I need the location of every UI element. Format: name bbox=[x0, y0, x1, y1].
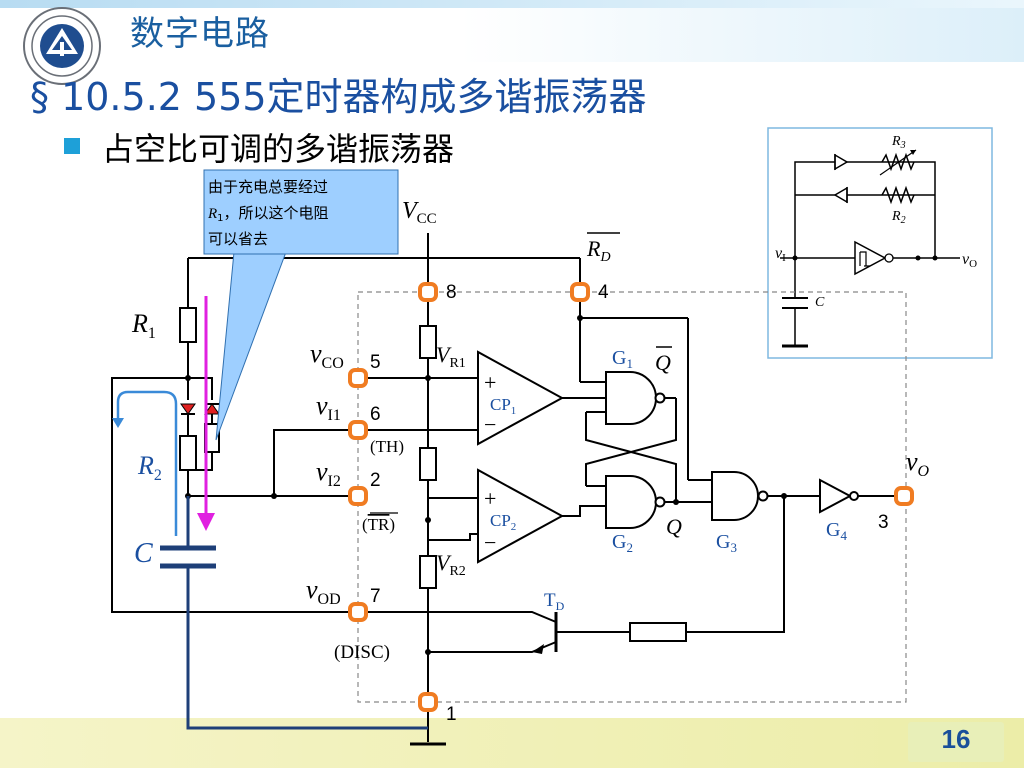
inverter-g4 bbox=[819, 478, 853, 514]
nand-gate-g2 bbox=[605, 475, 657, 529]
bullet-text: 占空比可调的多谐振荡器 bbox=[102, 130, 455, 168]
inset-c-label: C bbox=[815, 295, 825, 310]
th-label: (TH) bbox=[370, 437, 404, 456]
td-label: TD bbox=[544, 590, 565, 613]
pin-7-marker bbox=[348, 602, 368, 622]
inset-r2-label: R2 bbox=[891, 209, 906, 226]
page-number-box bbox=[908, 722, 1004, 762]
vr1-label: VR1 bbox=[436, 342, 466, 371]
pin-8-number: 8 bbox=[446, 282, 457, 303]
vco-label: vCO bbox=[310, 339, 344, 372]
g4-label: G4 bbox=[826, 519, 847, 543]
divider-resistor-mid bbox=[419, 447, 437, 481]
disc-label: (DISC) bbox=[334, 642, 390, 663]
vi2-label: vI2 bbox=[316, 457, 341, 490]
discharge-current-arrow bbox=[116, 390, 178, 536]
inset-vi-label: vI bbox=[775, 245, 786, 264]
divider-resistor-top bbox=[419, 325, 437, 359]
pin-4-number: 4 bbox=[598, 282, 609, 303]
tr-label: (TR) bbox=[362, 515, 395, 534]
r1-label: R1 bbox=[131, 309, 156, 342]
top-accent-bar bbox=[0, 0, 1024, 8]
g3-label: G3 bbox=[716, 531, 737, 555]
cp1-minus: − bbox=[484, 412, 496, 437]
nand-gate-g3 bbox=[711, 471, 759, 521]
divider-resistor-bottom bbox=[419, 555, 437, 589]
pin-2-number: 2 bbox=[370, 470, 381, 491]
comparator-cp2 bbox=[477, 468, 565, 564]
g1-label: G1 bbox=[612, 347, 633, 371]
pin-2-marker bbox=[348, 486, 368, 506]
pin-3-number: 3 bbox=[878, 512, 889, 533]
q-label: Q bbox=[666, 514, 682, 539]
pin-5-marker bbox=[348, 368, 368, 388]
pin-4-marker bbox=[570, 282, 590, 302]
vcc-label: VCC bbox=[402, 198, 437, 227]
cp1-plus: + bbox=[484, 370, 496, 395]
pin-1-number: 1 bbox=[446, 704, 457, 725]
pin-6-marker bbox=[348, 420, 368, 440]
inset-schematic: R3 R2 vI vO C bbox=[767, 127, 993, 359]
cp1-label: CP1 bbox=[490, 395, 516, 417]
course-title: 数字电路 bbox=[130, 14, 270, 54]
pin-5-number: 5 bbox=[370, 352, 381, 373]
vi1-label: vI1 bbox=[316, 391, 341, 424]
vr2-label: VR2 bbox=[436, 550, 466, 579]
pin-6-number: 6 bbox=[370, 404, 381, 425]
pin-3-marker bbox=[894, 486, 914, 506]
pin-1-marker bbox=[418, 692, 438, 712]
callout-note: 由于充电总要经过 R1，所以这个电阻 可以省去 bbox=[203, 169, 399, 441]
callout-line3: 可以省去 bbox=[208, 230, 268, 248]
rd-label: RD bbox=[586, 236, 611, 265]
inset-r3-label: R3 bbox=[891, 134, 906, 151]
footer-band bbox=[0, 718, 1024, 768]
section-title: § 10.5.2 555定时器构成多谐振荡器 bbox=[30, 75, 647, 119]
callout-line2: R1，所以这个电阻 bbox=[207, 204, 329, 224]
page-number: 16 bbox=[941, 724, 971, 754]
callout-line1: 由于充电总要经过 bbox=[208, 178, 328, 196]
resistor-r1 bbox=[179, 307, 197, 343]
base-resistor bbox=[629, 622, 687, 642]
resistor-r2 bbox=[179, 435, 197, 471]
c-label: C bbox=[134, 538, 153, 569]
header-band bbox=[0, 8, 1024, 62]
cp2-label: CP2 bbox=[490, 511, 516, 533]
g2-label: G2 bbox=[612, 531, 633, 555]
nand-gate-g1 bbox=[605, 371, 657, 425]
vo-label: vO bbox=[906, 447, 930, 480]
pin-8-marker bbox=[418, 282, 438, 302]
r2-label: R2 bbox=[137, 451, 162, 484]
comparator-cp1 bbox=[477, 350, 565, 446]
qbar-label: Q bbox=[655, 350, 671, 375]
square-bullet-icon bbox=[64, 138, 80, 154]
cp2-plus: + bbox=[484, 486, 496, 511]
university-seal-icon bbox=[23, 7, 101, 85]
vod-label: vOD bbox=[306, 575, 341, 608]
cp2-minus: − bbox=[484, 530, 496, 555]
inset-vo-label: vO bbox=[962, 251, 977, 270]
pin-7-number: 7 bbox=[370, 586, 381, 607]
